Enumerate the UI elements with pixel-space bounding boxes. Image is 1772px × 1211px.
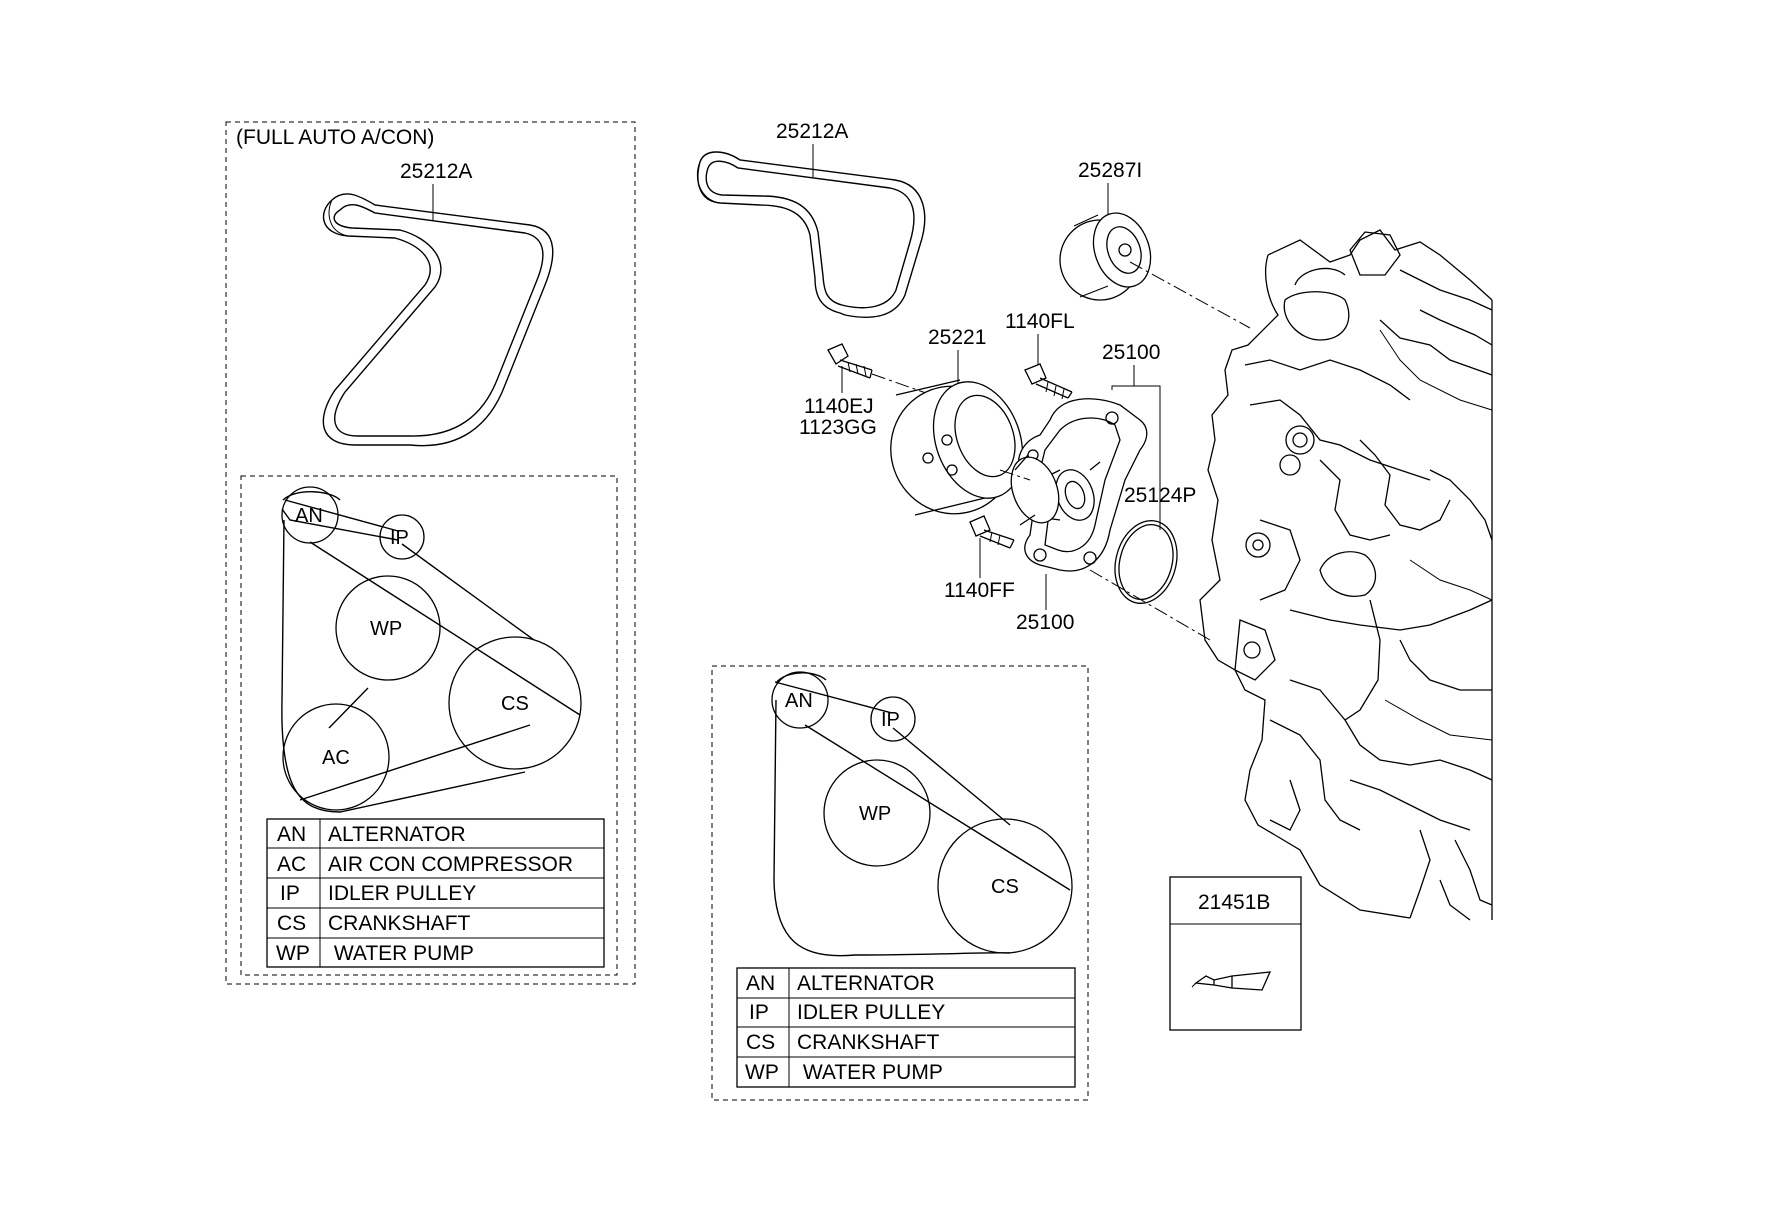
idler-pulley[interactable] [1049, 205, 1161, 311]
full-auto-acon-group-frame [225, 121, 636, 985]
centerline-pulley [999, 469, 1031, 481]
bolt-1140fl[interactable] [1024, 363, 1073, 400]
legend-left-name-3: CRANKSHAFT [328, 912, 471, 935]
part-label-pulley: 25221 [928, 326, 986, 349]
bolt-1140ff[interactable] [969, 515, 1015, 549]
pulley-ip-right: IP [881, 709, 900, 731]
part-label-bolt-1140fl: 1140FL [1005, 310, 1075, 333]
part-label-gasket: 25124P [1124, 484, 1196, 507]
legend-left-name-4: WATER PUMP [328, 942, 474, 965]
part-label-pump-assy-bottom: 25100 [1016, 611, 1074, 634]
belt-routing-left-frame [240, 475, 618, 976]
part-label-belt-right: 25212A [776, 120, 848, 143]
legend-right-name-2: CRANKSHAFT [797, 1031, 940, 1054]
legend-right-code-0: AN [746, 972, 775, 995]
pulley-an-right: AN [785, 690, 813, 712]
centerline-pump [1089, 569, 1211, 641]
belt-left[interactable] [322, 193, 554, 447]
bolt-1140ej[interactable] [827, 343, 873, 379]
legend-right-code-3: WP [745, 1061, 779, 1084]
legend-right-code-2: CS [746, 1031, 775, 1054]
legend-table-right: AN ALTERNATOR IP IDLER PULLEY CS CRANKSH… [736, 967, 1076, 1088]
legend-left-code-1: AC [277, 853, 306, 876]
legend-table-left: AN ALTERNATOR AC AIR CON COMPRESSOR IP I… [266, 818, 605, 968]
pulley-ip-left: IP [390, 527, 409, 549]
belt-routing-right [771, 671, 1073, 957]
leader-pump-assy-top [1111, 365, 1161, 530]
legend-left-code-2: IP [280, 882, 300, 905]
legend-left-name-0: ALTERNATOR [328, 823, 466, 846]
legend-right-name-3: WATER PUMP [797, 1061, 943, 1084]
pulley-wp-left: WP [370, 618, 402, 640]
legend-left-code-0: AN [277, 823, 306, 846]
gasket-25124p[interactable] [1106, 514, 1186, 611]
pulley-cs-left: CS [501, 693, 529, 715]
legend-right-name-1: IDLER PULLEY [797, 1001, 945, 1024]
centerline-idler [1129, 261, 1251, 329]
part-label-pump-assy-top: 25100 [1102, 341, 1160, 364]
legend-left-code-3: CS [277, 912, 306, 935]
engine-block [1199, 229, 1493, 921]
legend-left-name-2: IDLER PULLEY [328, 882, 476, 905]
pulley-cs-right: CS [991, 876, 1019, 898]
water-pump-pulley[interactable] [873, 369, 1038, 532]
legend-right-code-1: IP [749, 1001, 769, 1024]
legend-left-code-4: WP [276, 942, 310, 965]
sealant-tube-icon [1191, 971, 1272, 991]
legend-right-name-0: ALTERNATOR [797, 972, 935, 995]
pulley-ac-left: AC [322, 747, 350, 769]
part-label-belt-left: 25212A [400, 160, 472, 183]
part-label-idler-pulley: 25287I [1078, 159, 1142, 182]
sealant-box[interactable] [1169, 876, 1302, 1031]
part-label-bolt-1140ej: 1140EJ [804, 395, 874, 418]
part-label-bolt-1123gg: 1123GG [799, 416, 877, 439]
legend-left-name-1: AIR CON COMPRESSOR [328, 853, 573, 876]
belt-right[interactable] [696, 151, 926, 318]
group-title: (FULL AUTO A/CON) [236, 126, 434, 149]
pulley-an-left: AN [295, 505, 323, 527]
pulley-wp-right: WP [859, 803, 891, 825]
part-label-bolt-1140ff: 1140FF [944, 579, 1015, 602]
water-pump-assembly[interactable] [1003, 398, 1148, 572]
part-label-sealant: 21451B [1198, 891, 1270, 914]
belt-routing-left [281, 486, 582, 813]
